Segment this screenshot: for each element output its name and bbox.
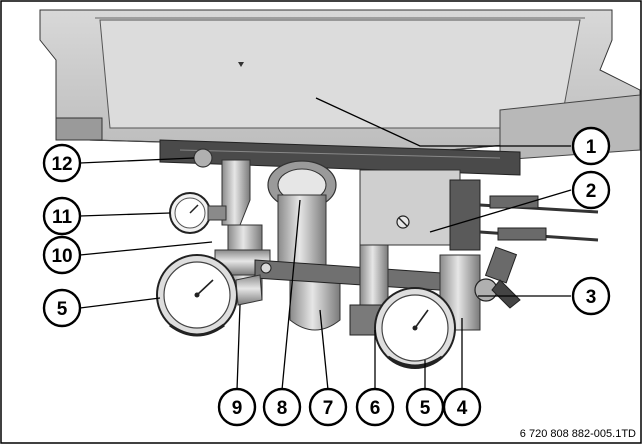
pressure-gauge-right xyxy=(374,287,456,369)
callout-5-right-label: 5 xyxy=(420,398,431,419)
callout-5-left-label: 5 xyxy=(57,299,68,320)
front-panel-marker xyxy=(238,62,244,67)
bracket-screw-icon xyxy=(260,262,272,274)
callout-7-label: 7 xyxy=(323,398,334,419)
drain-cap-icon xyxy=(193,148,213,168)
callout-5-right: 5 xyxy=(405,387,445,427)
callout-3-label: 3 xyxy=(586,287,597,308)
callout-12: 12 xyxy=(42,143,82,183)
callout-9-label: 9 xyxy=(232,398,243,419)
bottom-bracket xyxy=(159,139,521,176)
callout-2-label: 2 xyxy=(586,181,597,202)
callout-12-label: 12 xyxy=(51,154,72,175)
callout-10: 10 xyxy=(42,235,82,275)
callout-7: 7 xyxy=(308,387,348,427)
boiler-casing xyxy=(39,9,641,161)
callout-3: 3 xyxy=(571,276,611,316)
callout-5-left: 5 xyxy=(42,288,82,328)
callout-8: 8 xyxy=(262,387,302,427)
callout-1-label: 1 xyxy=(586,137,597,158)
callout-4: 4 xyxy=(442,387,482,427)
callout-2: 2 xyxy=(571,170,611,210)
callout-9: 9 xyxy=(217,387,257,427)
central-pipe-assembly xyxy=(254,160,471,336)
pressure-gauge-left xyxy=(156,254,263,337)
callout-8-label: 8 xyxy=(277,398,288,419)
document-id: 6 720 808 882-005.1TD xyxy=(520,428,636,440)
callout-11-label: 11 xyxy=(52,207,73,228)
callout-4-label: 4 xyxy=(457,398,468,419)
callout-6: 6 xyxy=(355,387,395,427)
callout-11: 11 xyxy=(42,196,82,236)
callout-6-label: 6 xyxy=(370,398,381,419)
callout-1: 1 xyxy=(571,126,611,166)
callout-10-label: 10 xyxy=(51,246,72,267)
leader-lines xyxy=(79,97,572,391)
